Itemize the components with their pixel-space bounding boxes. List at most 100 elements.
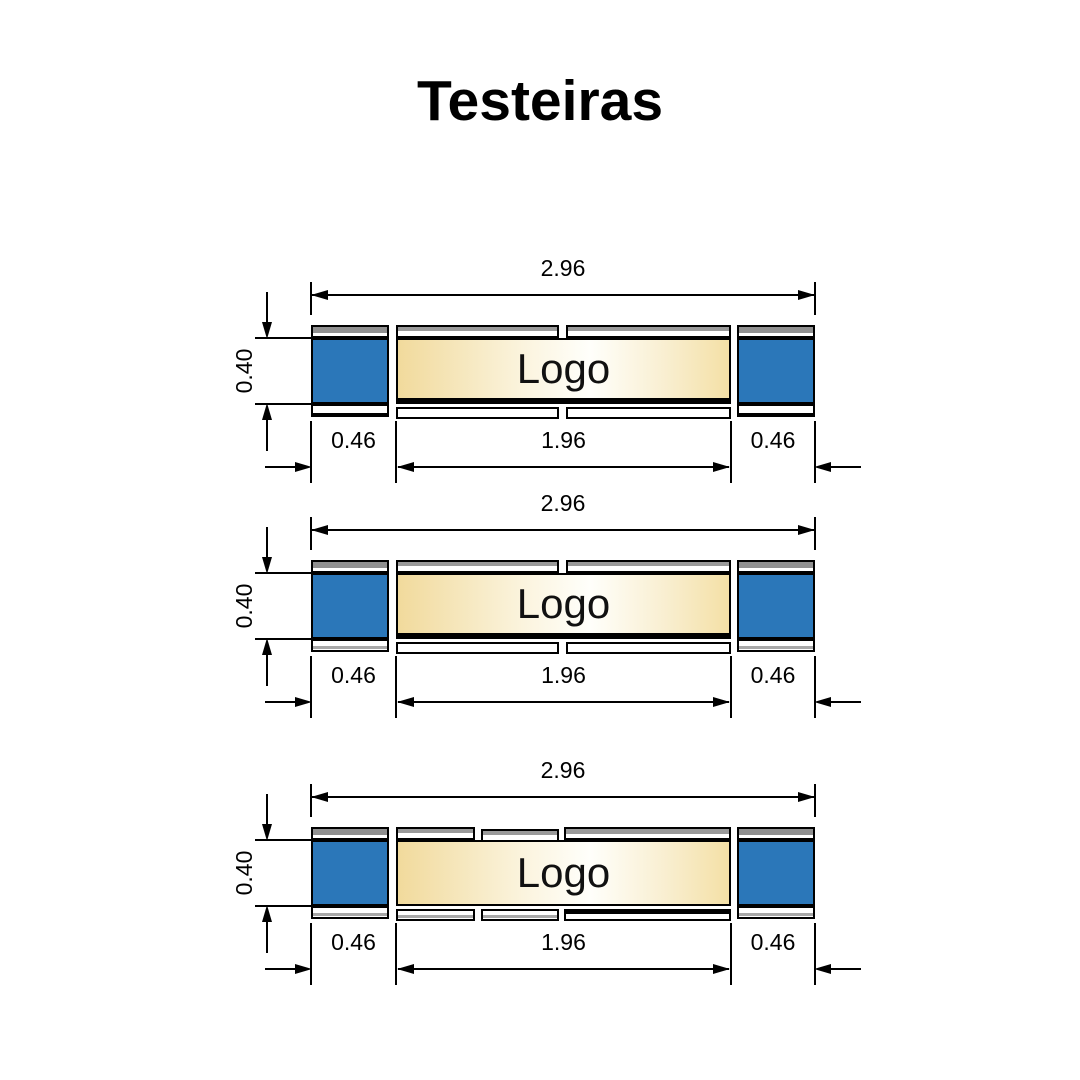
arrow-line [830,701,861,703]
extension-line [730,656,732,718]
arrowhead-left-icon [397,462,414,472]
dim-left-module-label: 0.46 [331,929,376,955]
arrowhead-up-icon [262,638,272,655]
blue-end-cap-left [311,840,389,906]
arrowhead-down-icon [262,824,272,841]
extension-line [730,923,732,985]
extension-line [395,421,397,483]
arrow-line [266,419,268,451]
extension-line [310,517,312,550]
dim-left-module-label: 0.46 [331,427,376,453]
arrow-line [266,654,268,686]
rail-segment [396,909,475,921]
rail-segment [737,639,815,652]
extension-line [310,282,312,315]
dim-height-label: 0.40 [231,583,257,629]
rail-segment [396,407,559,419]
arrowhead-right-icon [713,964,730,974]
arrowhead-left-icon [311,290,328,300]
extension-line [310,656,312,718]
dim-panel-label: 1.96 [541,929,586,955]
dim-total-width-label: 2.96 [540,490,586,516]
extension-line [814,923,816,985]
rail-segment [737,404,815,417]
testeira-diagram-1: 2.96 0.40 Logo 0.46 1.96 0.46 [220,255,880,493]
logo-panel: Logo [396,338,731,404]
blue-end-cap-right [737,840,815,906]
logo-panel: Logo [396,840,731,906]
arrow-line [265,968,296,970]
tick-line [255,905,311,907]
dim-line-total [312,529,814,531]
arrowhead-right-icon [295,964,312,974]
arrowhead-right-icon [713,697,730,707]
arrowhead-down-icon [262,557,272,574]
arrowhead-right-icon [713,462,730,472]
rail-segment [311,560,389,573]
rail-segment [311,639,389,652]
rail-segment [566,560,731,573]
logo-label: Logo [516,580,611,627]
extension-line [310,421,312,483]
arrow-line [830,968,861,970]
dim-total-width-label: 2.96 [540,757,586,783]
rail-segment [566,407,731,419]
blue-end-cap-left [311,338,389,404]
dim-line-total [312,294,814,296]
arrowhead-left-icon [311,792,328,802]
dim-line-panel [398,466,729,468]
tick-line [255,638,311,640]
rail-segment [396,827,475,840]
extension-line [814,282,816,315]
arrowhead-right-icon [295,697,312,707]
rail-segment-black-edge [564,909,731,921]
dim-left-module-label: 0.46 [331,662,376,688]
arrow-line [266,921,268,953]
rail-segment [481,909,559,921]
rail-segment [566,325,731,338]
logo-label: Logo [516,345,611,392]
arrowhead-right-icon [798,525,815,535]
extension-line [395,923,397,985]
extension-line [310,784,312,817]
arrowhead-left-icon [311,525,328,535]
tick-line [255,403,311,405]
dim-height-label: 0.40 [231,850,257,896]
rail-segment [396,560,559,573]
arrowhead-left-icon [814,964,831,974]
rail-segment [311,827,389,840]
rail-segment [566,642,731,654]
rail-segment [311,325,389,338]
arrowhead-right-icon [798,792,815,802]
extension-line [814,784,816,817]
arrow-line [265,701,296,703]
dim-right-module-label: 0.46 [750,427,796,453]
arrow-line [265,466,296,468]
blue-end-cap-right [737,573,815,639]
rail-segment [396,325,559,338]
testeira-diagram-2: 2.96 0.40 Logo 0.46 1.96 0.46 [220,490,880,728]
extension-line [814,656,816,718]
extension-line [814,517,816,550]
arrowhead-left-icon [814,697,831,707]
dim-panel-label: 1.96 [541,662,586,688]
arrowhead-right-icon [295,462,312,472]
blue-end-cap-left [311,573,389,639]
dim-line-panel [398,968,729,970]
rail-segment [311,404,389,417]
rail-segment [737,325,815,338]
arrow-line [830,466,861,468]
tick-line [255,337,311,339]
rail-segment [737,906,815,919]
extension-line [395,656,397,718]
arrow-line [266,794,268,826]
arrowhead-right-icon [798,290,815,300]
extension-line [730,421,732,483]
dim-panel-label: 1.96 [541,427,586,453]
rail-segment [396,642,559,654]
dim-total-width-label: 2.96 [540,255,586,281]
tick-line [255,572,311,574]
arrowhead-down-icon [262,322,272,339]
tick-line [255,839,311,841]
rail-segment [737,560,815,573]
